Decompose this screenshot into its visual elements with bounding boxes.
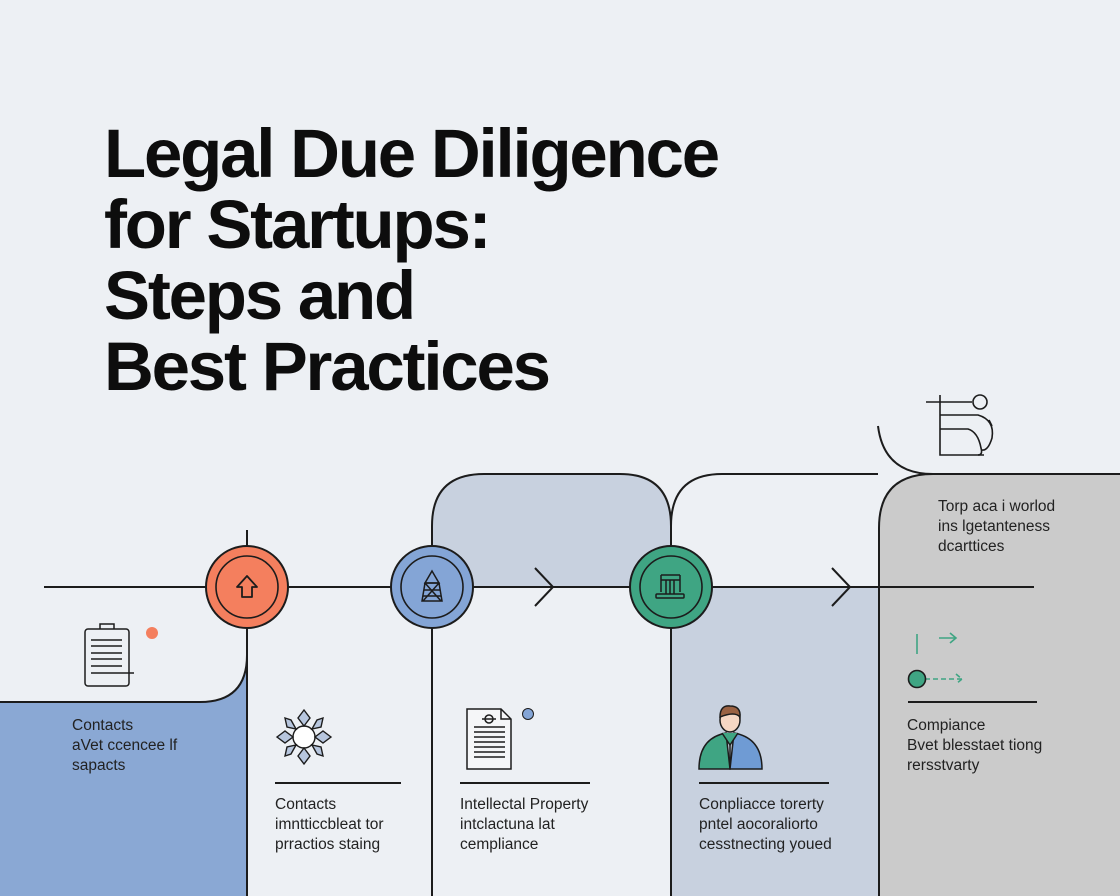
card-5-heading: Compiance (907, 717, 986, 734)
page-title: Legal Due Diligence for Startups: Steps … (104, 115, 720, 405)
snowflake-gear-icon (275, 708, 333, 766)
upload-house-icon (236, 575, 258, 598)
step-3-node[interactable] (629, 545, 713, 629)
card-3-heading: Intellectal Property (460, 796, 589, 813)
card-4-line-3: cesstnecting youed (699, 836, 832, 853)
flow-arrows-icon (916, 632, 964, 685)
top-right-line-3: dcarttices (938, 538, 1005, 555)
card-4-line-2: pntel aocoraliorto (699, 816, 818, 833)
top-right-card-text: Torp aca i worlod ins lgetanteness dcart… (938, 497, 1055, 557)
card-5-line-2: Bvet blesstaet tiong (907, 737, 1043, 754)
card-4-text: Conpliacce torerty pntel aocoraliorto ce… (699, 795, 832, 855)
process-diagram-icon (926, 394, 994, 456)
person-icon (698, 705, 763, 770)
panel-lightblue-bottom (671, 587, 879, 896)
clipboard-icon (84, 623, 134, 687)
step-2-node[interactable] (390, 545, 474, 629)
title-line-3: Steps and (104, 257, 416, 334)
card-2-line-3: prractios staing (275, 836, 381, 853)
blue-dot (522, 708, 534, 720)
card-5-line-3: rersstvarty (907, 757, 980, 774)
card-2-line-2: imntticcbleat tor (275, 816, 384, 833)
document-icon (466, 708, 512, 770)
card-3-line-2: intclactuna lat (460, 816, 555, 833)
panel-gray (879, 474, 1120, 896)
title-line-4: Best Practices (104, 328, 551, 405)
step-1-node[interactable] (205, 545, 289, 629)
title-line-1: Legal Due Diligence (104, 115, 720, 192)
panel-lightblue-top (432, 474, 671, 587)
card-5-text: Compiance Bvet blesstaet tiong rersstvar… (907, 716, 1042, 776)
top-right-line-1: Torp aca i worlod (938, 498, 1056, 515)
card-3-line-3: cempliance (460, 836, 539, 853)
card-3-text: Intellectal Property intclactuna lat cem… (460, 795, 588, 855)
card-2-text: Contacts imntticcbleat tor prractios sta… (275, 795, 384, 855)
panel-blue (0, 655, 247, 896)
title-line-2: for Startups: (104, 186, 492, 263)
tower-icon (421, 569, 443, 602)
card-2-heading: Contacts (275, 796, 337, 813)
building-icon (655, 574, 685, 599)
top-right-line-2: ins lgetanteness (938, 518, 1051, 535)
green-dot (907, 669, 927, 689)
card-1-heading: Contacts (72, 717, 134, 734)
orange-dot (146, 627, 158, 639)
card-1-line-2: aVet ccencee lf (72, 737, 178, 754)
card-1-line-3: sapacts (72, 757, 126, 774)
card-4-heading: Conpliacce torerty (699, 796, 824, 813)
card-1-text: Contacts aVet ccencee lf sapacts (72, 716, 177, 776)
